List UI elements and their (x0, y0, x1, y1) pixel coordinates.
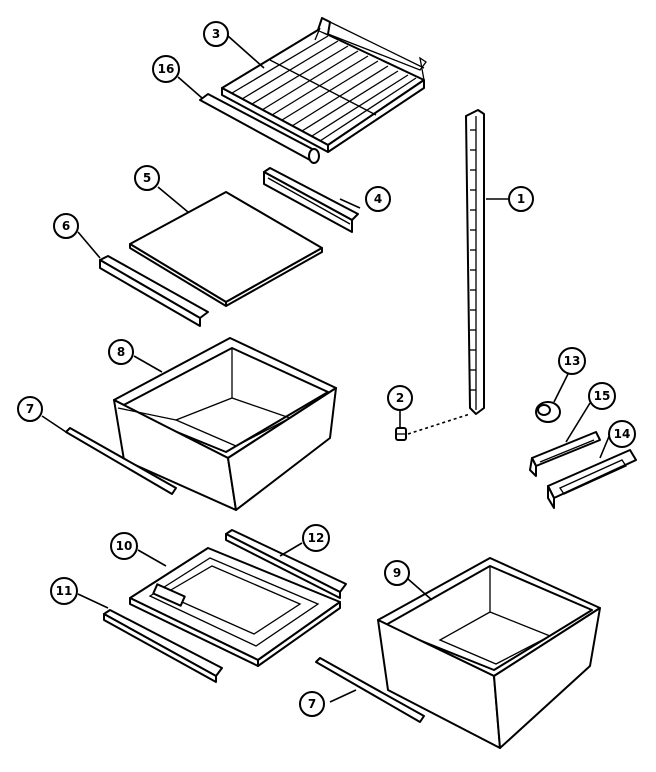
control-bracket (529, 431, 601, 477)
svg-text:4: 4 (374, 192, 382, 206)
callout-2: 2 (387, 385, 413, 411)
svg-text:13: 13 (564, 354, 581, 368)
cover-trim-right (225, 529, 347, 599)
svg-text:3: 3 (212, 27, 220, 41)
crisper-drawer-upper (113, 337, 337, 511)
shelf-end-cap (199, 93, 320, 164)
svg-text:11: 11 (56, 584, 73, 598)
svg-text:9: 9 (393, 566, 401, 580)
shelf-trim-right (263, 167, 359, 233)
crisper-drawer-lower (377, 557, 601, 749)
crisper-cover (129, 547, 341, 667)
callout-5: 5 (134, 165, 160, 191)
shelf-trim-left (99, 255, 209, 327)
svg-text:7: 7 (308, 697, 316, 711)
glass-shelf (129, 191, 323, 307)
callout-3: 3 (203, 21, 229, 47)
callout-15: 15 (588, 382, 616, 410)
control-housing (547, 449, 637, 509)
svg-text:10: 10 (116, 539, 133, 553)
svg-text:15: 15 (594, 389, 611, 403)
wire-shelf (221, 17, 427, 153)
svg-text:1: 1 (517, 192, 525, 206)
callout-16: 16 (152, 55, 180, 83)
svg-text:5: 5 (143, 171, 151, 185)
callout-7a: 7 (17, 396, 43, 422)
leader-lines (41, 35, 611, 703)
callout-10: 10 (110, 532, 138, 560)
callout-1: 1 (508, 186, 534, 212)
svg-text:14: 14 (614, 427, 631, 441)
control-knob (535, 401, 561, 423)
callout-8: 8 (108, 339, 134, 365)
svg-text:8: 8 (117, 345, 125, 359)
cover-trim-left (103, 609, 223, 683)
callout-11: 11 (50, 577, 78, 605)
shelf-support-rail (465, 109, 485, 415)
drawer-trim-upper (65, 427, 177, 495)
svg-text:12: 12 (308, 531, 325, 545)
callout-14: 14 (608, 420, 636, 448)
callout-6: 6 (53, 213, 79, 239)
svg-text:7: 7 (26, 402, 34, 416)
callout-12: 12 (302, 524, 330, 552)
callout-9: 9 (384, 560, 410, 586)
svg-text:6: 6 (62, 219, 70, 233)
svg-text:2: 2 (396, 391, 404, 405)
drawer-trim-lower (315, 657, 425, 723)
screw (395, 413, 471, 441)
callout-7b: 7 (299, 691, 325, 717)
callout-13: 13 (558, 347, 586, 375)
callout-4: 4 (365, 186, 391, 212)
svg-text:16: 16 (158, 62, 175, 76)
